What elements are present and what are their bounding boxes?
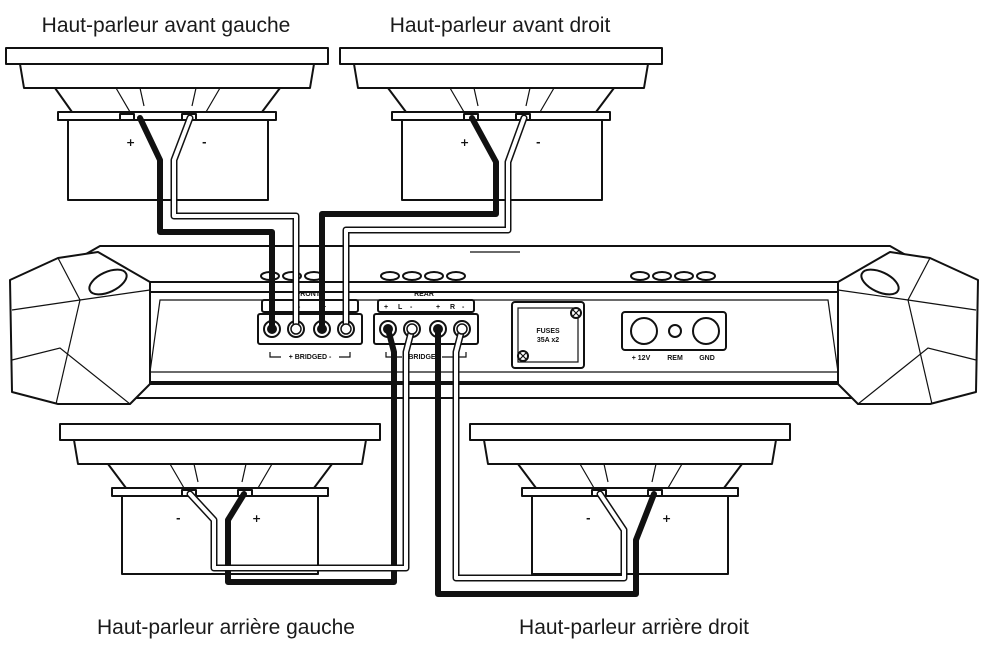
rr-minus-mark: - (586, 512, 591, 525)
rear-r-label: R (450, 304, 455, 311)
rear-label: REAR (414, 291, 434, 298)
speaker-front-right: + - (339, 47, 663, 201)
wire-fr-negative (344, 116, 526, 331)
front-bridged-label: + BRIDGED - (289, 354, 332, 361)
amplifier: FRONT + - + - + BRIDGED - REAR + L - + R… (9, 245, 979, 405)
power-12v-label: + 12V (632, 355, 651, 362)
amplifier-right-endcap (837, 251, 979, 405)
wire-rr-positive (435, 326, 657, 597)
fl-minus-mark: - (202, 136, 207, 149)
amplifier-bottom-rail (91, 383, 899, 399)
wire-fl-positive (137, 115, 275, 332)
rear-l-plus: + (384, 304, 388, 311)
wire-rl-positive (225, 326, 397, 585)
speaker-rear-right: - + (469, 423, 791, 575)
rear-bridged-label: BRIDGE (408, 354, 436, 361)
fuses-rating: 35A x2 (537, 337, 559, 344)
wire-rl-negative (188, 327, 414, 570)
fuses-label: FUSES (536, 328, 560, 335)
amplifier-left-endcap (9, 251, 151, 405)
wire-rr-negative (454, 327, 626, 580)
rear-l-minus: - (410, 304, 413, 311)
rear-r-plus: + (436, 304, 440, 311)
power-12v-terminal (630, 317, 658, 345)
fuse-block: FUSES 35A x2 (511, 301, 585, 369)
wires (137, 114, 657, 597)
wire-fr-positive (319, 115, 499, 332)
fr-minus-mark: - (536, 136, 541, 149)
caption-rear-left: Haut-parleur arrière gauche (97, 616, 355, 639)
front-label: FRONT (296, 291, 321, 298)
amplifier-panel (137, 291, 851, 383)
speaker-rear-left: - + (59, 423, 381, 575)
wire-fl-negative (172, 116, 298, 331)
rl-minus-mark: - (176, 512, 181, 525)
power-gnd-terminal (692, 317, 720, 345)
rear-r-minus: - (462, 304, 465, 311)
speaker-front-left: + - (5, 47, 329, 201)
power-rem-terminal (668, 324, 682, 338)
power-terminal-block: + 12V REM GND (621, 311, 727, 362)
rear-l-label: L (398, 304, 403, 311)
fr-plus-mark: + (460, 136, 469, 149)
power-gnd-label: GND (699, 355, 715, 362)
rr-plus-mark: + (662, 512, 671, 525)
fl-plus-mark: + (126, 136, 135, 149)
rl-plus-mark: + (252, 512, 261, 525)
power-rem-label: REM (667, 355, 683, 362)
caption-rear-right: Haut-parleur arrière droit (519, 616, 749, 639)
caption-front-right: Haut-parleur avant droit (390, 14, 611, 37)
caption-front-left: Haut-parleur avant gauche (42, 14, 291, 37)
